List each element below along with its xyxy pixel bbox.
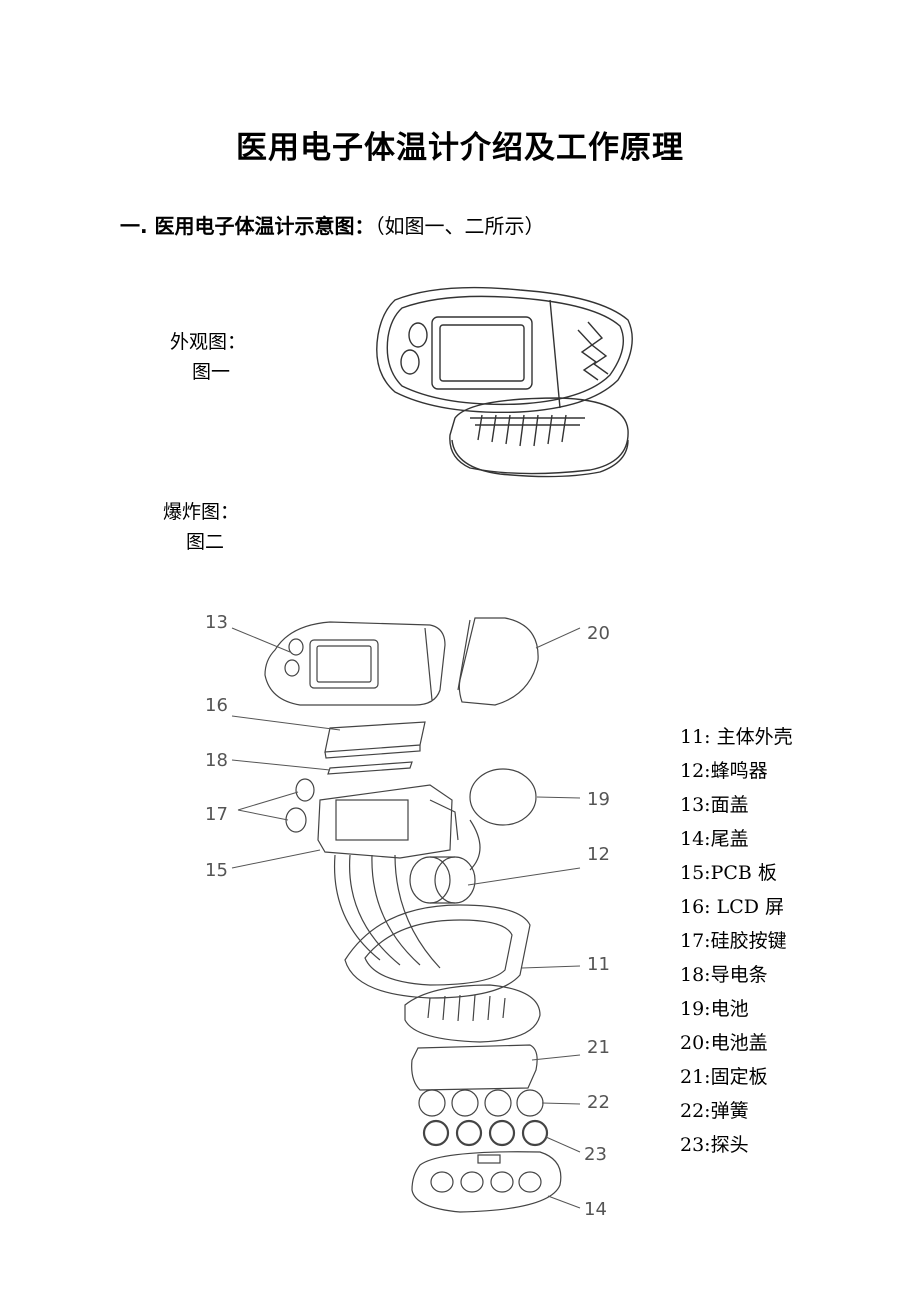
wires	[333, 819, 481, 969]
figure2-caption: 图二	[186, 531, 225, 553]
part-battery-cover	[457, 617, 539, 706]
legend-item: 16: LCD 屏	[680, 896, 785, 918]
part-fixing-plate	[411, 1044, 538, 1091]
thermometer-base	[449, 397, 629, 478]
callout-22: 22	[587, 1092, 610, 1113]
callout-13: 13	[205, 612, 228, 633]
legend-item: 19:电池	[680, 998, 749, 1020]
part-pcb	[317, 784, 459, 859]
part-main-shell	[344, 904, 531, 999]
legend-item: 13:面盖	[680, 794, 749, 816]
part-battery	[469, 768, 537, 826]
part-face-cover	[264, 621, 446, 706]
part-probes	[422, 1119, 549, 1147]
part-conductive-strip	[327, 761, 413, 775]
legend-item: 14:尾盖	[680, 828, 749, 850]
part-shell-base	[404, 984, 541, 1043]
page-title: 医用电子体温计介绍及工作原理	[236, 130, 684, 166]
figure1-caption: 图一	[192, 361, 231, 383]
callout-20: 20	[587, 623, 610, 644]
legend-item: 17:硅胶按键	[680, 930, 787, 952]
legend-item: 12:蜂鸣器	[680, 760, 768, 782]
legend-item: 21:固定板	[680, 1066, 768, 1088]
callout-23: 23	[584, 1144, 607, 1165]
part-springs	[418, 1089, 544, 1117]
callout-12: 12	[587, 844, 610, 865]
figure2-label: 爆炸图：	[163, 501, 240, 523]
legend-item: 20:电池盖	[680, 1032, 768, 1054]
callout-15: 15	[205, 860, 228, 881]
callout-labels: 13 16 18 17 15 20 19 12 11 21 22 23 14	[205, 612, 610, 1220]
legend-item: 22:弹簧	[680, 1100, 749, 1122]
leader-lines	[231, 627, 581, 1209]
part-silicone-buttons	[285, 778, 315, 833]
thermometer-body-top	[376, 286, 633, 414]
callout-16: 16	[205, 695, 228, 716]
callout-14: 14	[584, 1199, 607, 1220]
section-note: （如图一、二所示）	[374, 214, 545, 238]
section-heading: 一. 医用电子体温计示意图：（如图一、二所示）	[120, 210, 545, 239]
legend-item: 23:探头	[680, 1134, 749, 1156]
callout-19: 19	[587, 789, 610, 810]
section-title: 一. 医用电子体温计示意图：	[120, 214, 375, 238]
legend-item: 11: 主体外壳	[680, 726, 793, 748]
callout-11: 11	[587, 954, 610, 975]
part-buzzer	[409, 856, 476, 904]
callout-21: 21	[587, 1037, 610, 1058]
parts-legend: 11: 主体外壳 12:蜂鸣器 13:面盖 14:尾盖 15:PCB 板 16:…	[680, 720, 793, 1162]
legend-item: 18:导电条	[680, 964, 768, 986]
callout-17: 17	[205, 804, 228, 825]
figure1-label: 外观图：	[170, 331, 247, 353]
part-tail-cover	[411, 1151, 562, 1213]
part-lcd	[324, 721, 426, 759]
callout-18: 18	[205, 750, 228, 771]
legend-item: 15:PCB 板	[680, 862, 777, 884]
